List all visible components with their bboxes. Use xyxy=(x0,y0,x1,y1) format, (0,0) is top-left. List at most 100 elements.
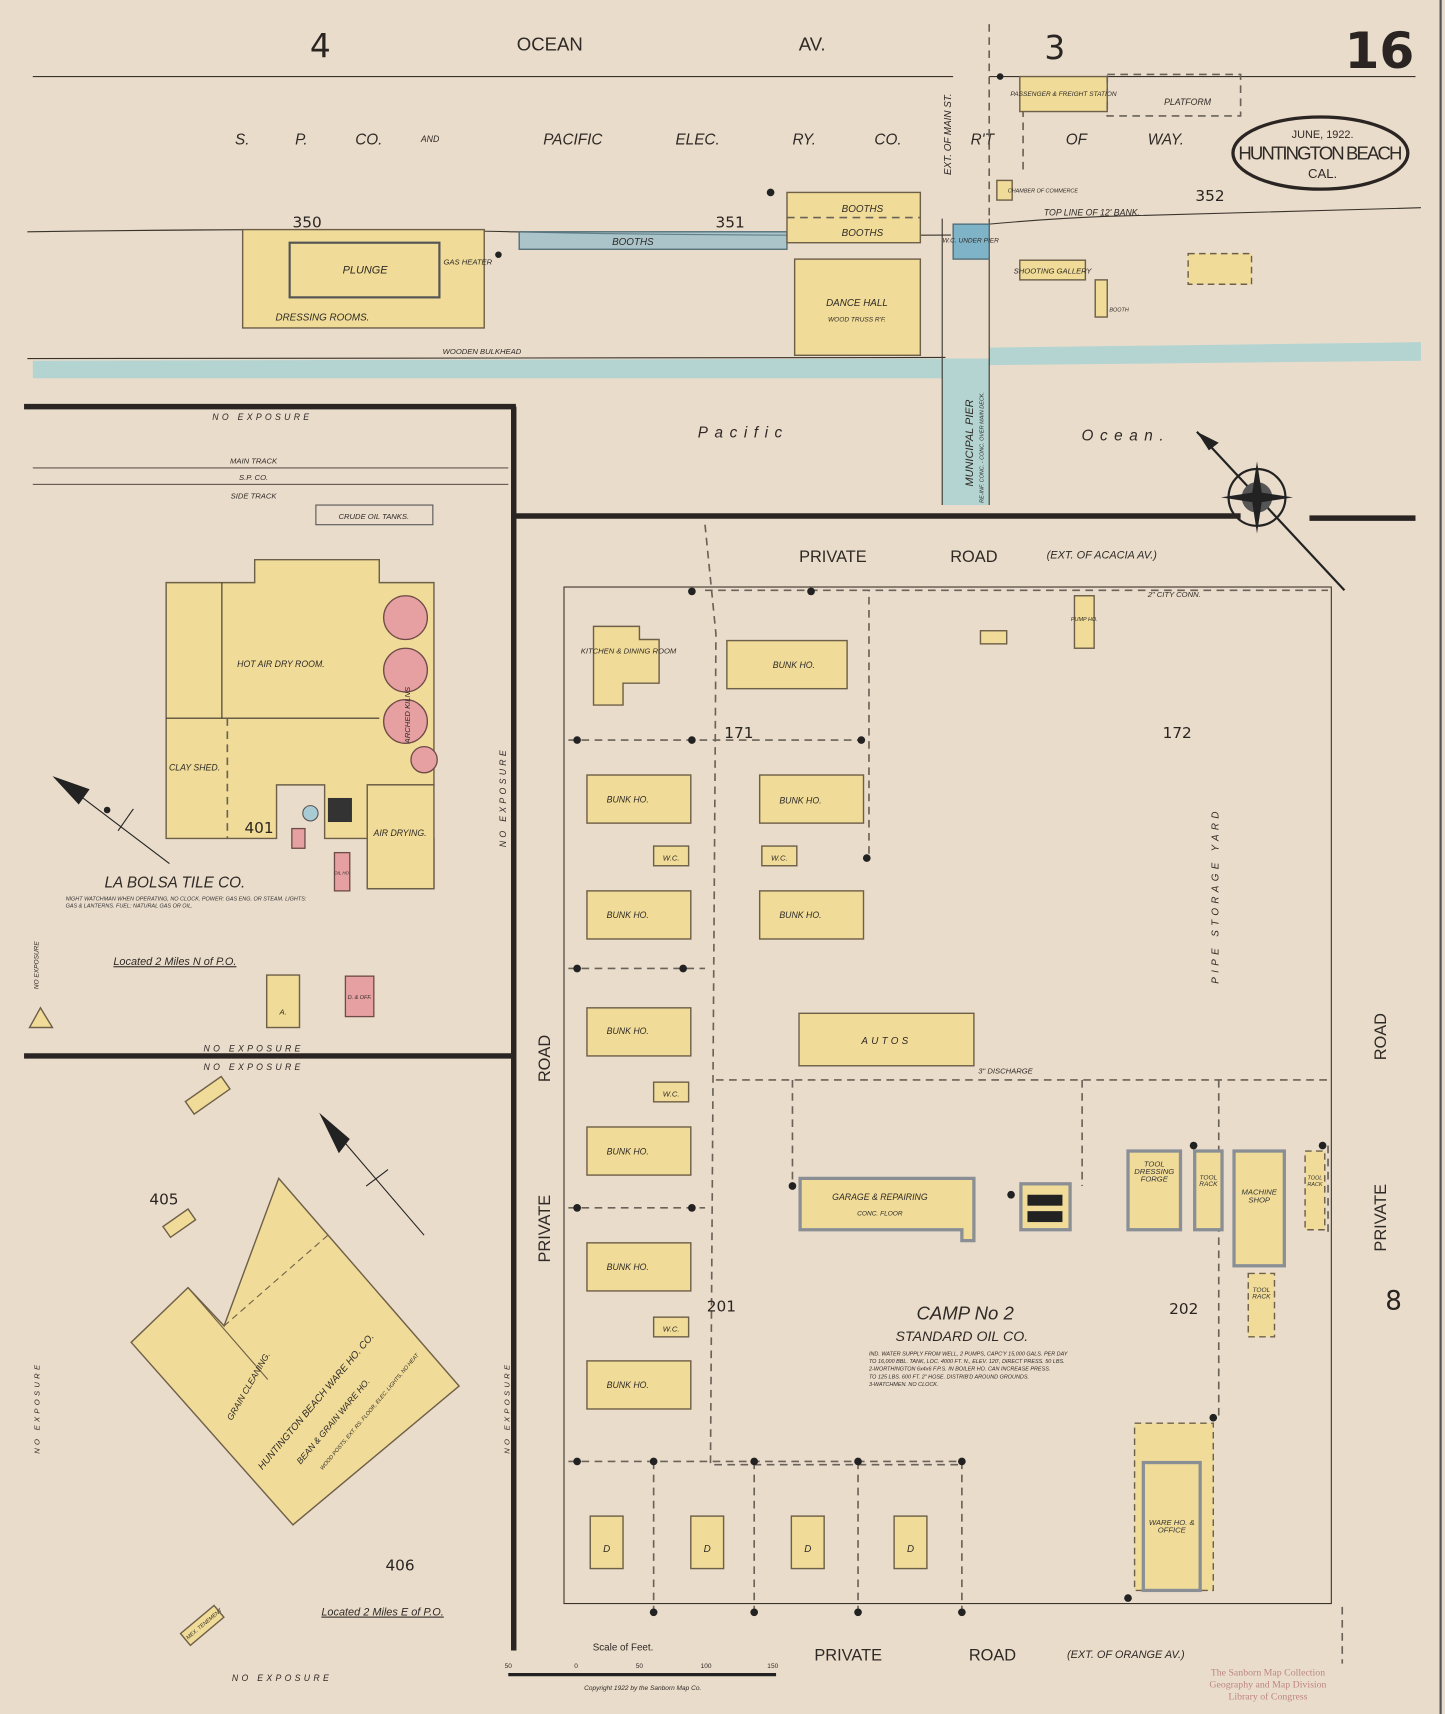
wc-building xyxy=(761,845,798,867)
camp-note-line: TO 16,000 BBL. TANK, LOC. 4000 FT. N., E… xyxy=(869,1359,1065,1365)
no-exposure-label: NO EXPOSURE xyxy=(32,1362,41,1454)
bunk-house xyxy=(758,890,865,940)
pump-house xyxy=(1073,595,1095,649)
block-172: 172 xyxy=(1163,724,1192,742)
bean-grain-warehouse: HUNTINGTON BEACH WARE HO. CO. BEAN & GRA… xyxy=(130,1176,461,1526)
bunk-label: BUNK HO. xyxy=(607,1146,649,1156)
ocean-label: Ocean. xyxy=(1081,428,1170,445)
air-drying xyxy=(366,784,435,890)
hydrant-icon xyxy=(495,251,502,259)
street-ocean: OCEAN xyxy=(517,33,583,54)
scale-tick: 150 xyxy=(767,1663,778,1670)
pipe-yard-label: PIPE STORAGE YARD xyxy=(1211,807,1222,984)
machine-label-box: MACHINE SHOP xyxy=(1241,1189,1277,1205)
row-word: PACIFIC xyxy=(543,131,603,148)
hydrant-icon xyxy=(854,1608,862,1617)
booths-label: BOOTHS xyxy=(842,204,884,215)
top-line-label: TOP LINE OF 12' BANK. xyxy=(1044,207,1140,217)
booths-label: BOOTHS xyxy=(842,228,884,239)
hydrant-icon xyxy=(862,854,871,862)
tool-rack xyxy=(1193,1149,1224,1232)
chamber-of-commerce xyxy=(996,179,1013,201)
wc-label: W.C. xyxy=(663,1324,680,1333)
sp-co-label: S.P. CO. xyxy=(239,473,268,482)
water-band xyxy=(32,358,946,379)
stamp-line: Library of Congress xyxy=(1228,1692,1307,1703)
bulkhead-line xyxy=(27,356,946,360)
tool-dressing-forge xyxy=(1126,1149,1183,1232)
hydrant-icon xyxy=(573,964,581,973)
no-exposure-label: NO EXPOSURE xyxy=(502,1362,511,1454)
bunk-label: BUNK HO. xyxy=(607,1380,649,1390)
scale-tick: 100 xyxy=(701,1663,712,1670)
camp-company: STANDARD OIL CO. xyxy=(896,1329,1029,1345)
scale-title: Scale of Feet. xyxy=(593,1643,654,1654)
row-word: RY. xyxy=(792,131,816,148)
sheet-date: JUNE, 1922. xyxy=(1292,129,1354,141)
scale-tick: 50 xyxy=(636,1663,644,1670)
boiler xyxy=(327,797,352,823)
tool-rack-label: TOOL RACK xyxy=(1307,1175,1323,1189)
small-brick-building xyxy=(291,827,306,849)
building-a-label: A. xyxy=(278,1007,286,1016)
main-track-label: MAIN TRACK xyxy=(230,457,278,466)
wc-label: W.C. xyxy=(663,853,680,862)
adjacent-sheet-left: 4 xyxy=(310,27,331,65)
pool xyxy=(288,241,441,299)
chamber-label: CHAMBER OF COMMERCE xyxy=(1008,188,1079,194)
block-406: 406 xyxy=(385,1557,414,1575)
wc-label: W.C. xyxy=(771,853,788,862)
private-road-top: ROAD xyxy=(950,548,997,566)
warehouse-office xyxy=(1141,1460,1202,1593)
camp-note-line: TO 125 LBS. 600 FT. 2" HOSE. DISTRIB'D A… xyxy=(869,1374,1029,1380)
machine-shop xyxy=(1232,1149,1286,1268)
air-drying-label: AIR DRYING. xyxy=(373,828,427,838)
gas-heater-label: GAS HEATER xyxy=(443,258,492,267)
bunk-label: BUNK HO. xyxy=(607,1262,649,1272)
sheet-number: 16 xyxy=(1344,21,1414,80)
oil-house xyxy=(333,851,351,892)
bunk-house xyxy=(586,1242,692,1292)
block-201: 201 xyxy=(707,1298,736,1316)
row-word: ELEC. xyxy=(675,131,719,148)
tile-note-box: NIGHT WATCHMAN WHEN OPERATING, NO CLOCK.… xyxy=(66,896,307,909)
warehouse-location: Located 2 Miles E of P.O. xyxy=(321,1607,443,1619)
bunk-label: BUNK HO. xyxy=(607,1026,649,1036)
hydrants xyxy=(495,188,1327,1617)
hydrant-icon xyxy=(1318,1141,1327,1150)
north-arrow-icon xyxy=(52,776,170,864)
machine-label: MACHINE SHOP xyxy=(1241,1189,1277,1205)
row-word: OF xyxy=(1066,131,1089,148)
dance-hall-note: WOOD TRUSS R'F. xyxy=(828,316,886,323)
wc-building xyxy=(652,845,690,867)
kiln xyxy=(383,698,429,744)
camp-note-line: 2-WORTHINGTON 6x4x6 F.P.S. IN BOILER HO.… xyxy=(868,1367,1050,1373)
bunk-house xyxy=(726,639,848,690)
kiln xyxy=(383,595,429,641)
bunk-house xyxy=(586,1360,692,1410)
hydrant-icon xyxy=(1124,1594,1132,1602)
acacia-label: (EXT. OF ACACIA AV.) xyxy=(1047,550,1157,562)
crude-tanks-label: CRUDE OIL TANKS. xyxy=(339,512,410,521)
wc-building xyxy=(652,1316,690,1338)
small-shed xyxy=(28,1006,54,1029)
tile-location: Located 2 Miles N of P.O. xyxy=(113,956,236,968)
bunk-house xyxy=(758,774,865,824)
tile-company-name: LA BOLSA TILE CO. xyxy=(104,875,245,892)
bunk-house xyxy=(586,1007,692,1057)
small-shed xyxy=(161,1208,197,1239)
boiler xyxy=(1027,1194,1063,1206)
no-exposure-label: NO EXPOSURE xyxy=(204,1062,304,1072)
garage-note: CONC. FLOOR xyxy=(857,1211,903,1218)
camp-boundary xyxy=(563,586,1332,1605)
scale-tick: 0 xyxy=(574,1663,578,1670)
hydrant-icon xyxy=(573,1204,581,1212)
boiler-house xyxy=(1019,1182,1072,1232)
dwelling-label: D xyxy=(603,1544,610,1555)
dwelling xyxy=(589,1515,624,1570)
office-building xyxy=(344,975,375,1018)
plunge-building: PLUNGE DRESSING ROOMS. GAS HEATER xyxy=(241,228,493,329)
title-cartouche: JUNE, 1922. HUNTINGTON BEACH CAL. xyxy=(1231,115,1410,191)
hydrant-icon xyxy=(857,736,866,744)
booth xyxy=(1094,279,1108,318)
